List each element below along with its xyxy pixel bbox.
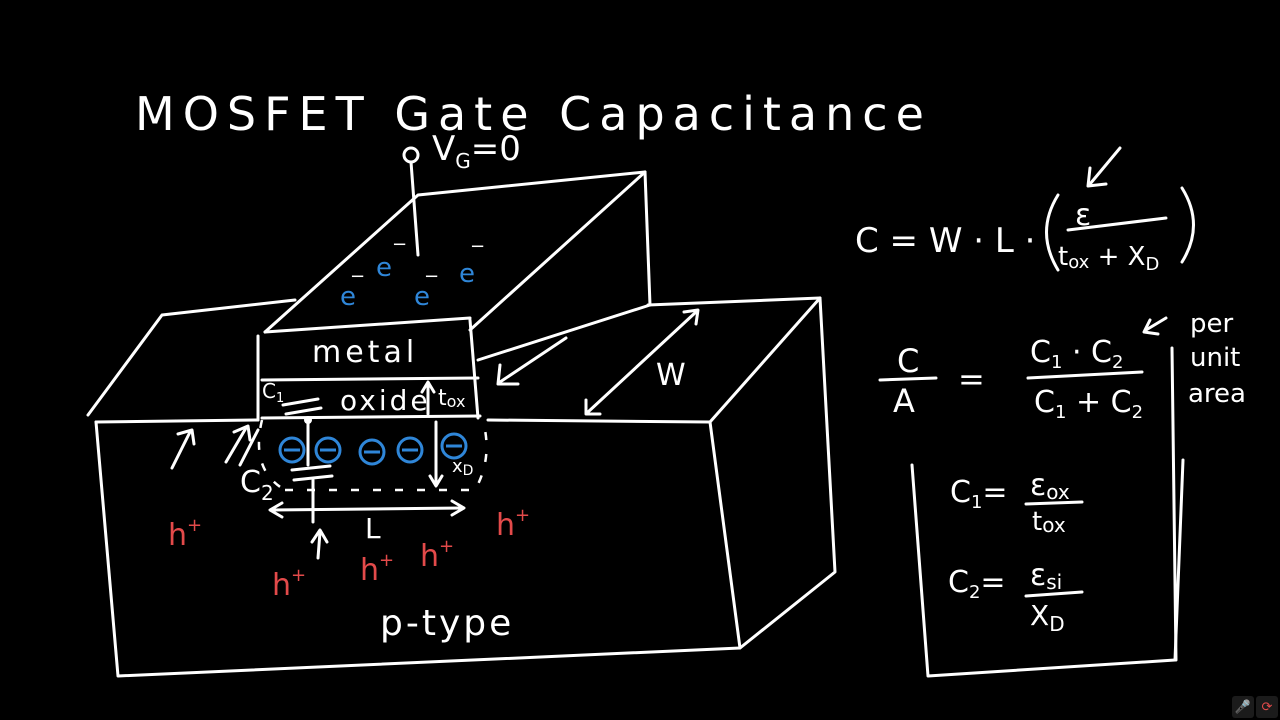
svg-text:h+: h+: [360, 550, 394, 588]
svg-text:C1 + C2: C1 + C2: [1034, 385, 1143, 423]
svg-text:unit: unit: [1190, 343, 1240, 373]
tox-label: t: [438, 386, 447, 411]
gate-metal-slab: [263, 170, 652, 362]
svg-text:e: e: [414, 282, 430, 312]
svg-text:h+: h+: [420, 536, 454, 574]
svg-text:tox: tox: [438, 386, 465, 411]
xd-label: x: [452, 456, 463, 477]
eq-total-lhs: C = W · L ·: [855, 221, 1035, 261]
capacitor-schematic: C1 C2: [240, 379, 334, 524]
xd-dimension: xD: [428, 420, 473, 488]
svg-text:−: −: [392, 234, 407, 255]
equation-per-area: C A = C1 · C2 C1 + C2: [878, 316, 1168, 423]
svg-text:XD: XD: [1030, 599, 1065, 636]
svg-text:h+: h+: [496, 505, 530, 543]
c1-label-sub: 1: [276, 391, 284, 406]
svg-text:tox + XD: tox + XD: [1058, 242, 1159, 275]
svg-text:C1=: C1=: [950, 475, 1008, 513]
svg-text:tox: tox: [1032, 507, 1066, 537]
gate-voltage-sub: G: [455, 149, 471, 173]
c2-label-sub: 2: [261, 481, 274, 505]
depletion-boundary: [285, 424, 488, 492]
svg-text:e: e: [459, 259, 475, 289]
tox-label-sub: ox: [447, 392, 466, 411]
eq-area-lhs-den: A: [893, 382, 915, 420]
svg-text:−: −: [470, 236, 485, 257]
eq-area-lhs-num: C: [897, 342, 919, 380]
equation-c1: C1= εox tox: [950, 468, 1084, 537]
c1-label: C: [262, 379, 276, 403]
gate-stack-front: [256, 318, 482, 422]
gate-voltage-value: =0: [471, 129, 521, 169]
svg-text:C1 · C2: C1 · C2: [1030, 335, 1123, 373]
holes: h+ h+ h+ h+ h+: [168, 505, 530, 603]
inversion-charges: [278, 432, 468, 466]
gate-voltage-label: V: [432, 129, 455, 169]
oxide-label: oxide: [340, 384, 431, 417]
refresh-icon[interactable]: ⟳: [1256, 696, 1278, 718]
equation-total: C = W · L · ε tox + XD: [855, 146, 1195, 275]
svg-text:xD: xD: [452, 456, 473, 479]
substrate-label: p-type: [380, 603, 514, 644]
width-label: W: [656, 358, 686, 393]
svg-text:h+: h+: [272, 565, 306, 603]
page-title: MOSFET Gate Capacitance: [135, 87, 932, 141]
length-label: L: [365, 512, 381, 545]
svg-text:−: −: [424, 266, 439, 287]
svg-text:C2: C2: [240, 465, 274, 505]
eq-area-equals: =: [958, 360, 985, 398]
tox-dimension: tox: [420, 380, 465, 416]
svg-text:e: e: [376, 253, 392, 283]
svg-text:h+: h+: [168, 515, 202, 553]
equation-c2: C2= εsi XD: [948, 558, 1084, 636]
svg-text:per: per: [1190, 309, 1234, 339]
svg-text:C2=: C2=: [948, 565, 1006, 603]
hole-arrows: [170, 424, 329, 560]
metal-label: metal: [312, 335, 418, 370]
svg-text:εox: εox: [1030, 468, 1070, 504]
channel-arrow: [496, 336, 568, 386]
svg-text:εsi: εsi: [1030, 558, 1062, 594]
svg-text:C1: C1: [262, 379, 284, 406]
gate-terminal: VG=0: [402, 129, 521, 257]
length-dimension: L: [268, 499, 466, 545]
c2-label: C: [240, 465, 261, 500]
svg-text:−: −: [350, 266, 365, 287]
definitions-box: [910, 458, 1185, 678]
microphone-icon[interactable]: 🎤: [1232, 696, 1254, 718]
per-unit-area-note: per unit area: [1170, 309, 1246, 662]
xd-label-sub: D: [463, 463, 474, 479]
width-dimension: W: [584, 308, 700, 416]
metal-electrons: e − e − e − e −: [340, 234, 485, 312]
eq-total-numerator: ε: [1075, 198, 1091, 233]
svg-text:VG=0: VG=0: [432, 129, 521, 173]
substrate-block: [86, 296, 837, 678]
svg-text:area: area: [1188, 379, 1246, 409]
svg-text:e: e: [340, 282, 356, 312]
